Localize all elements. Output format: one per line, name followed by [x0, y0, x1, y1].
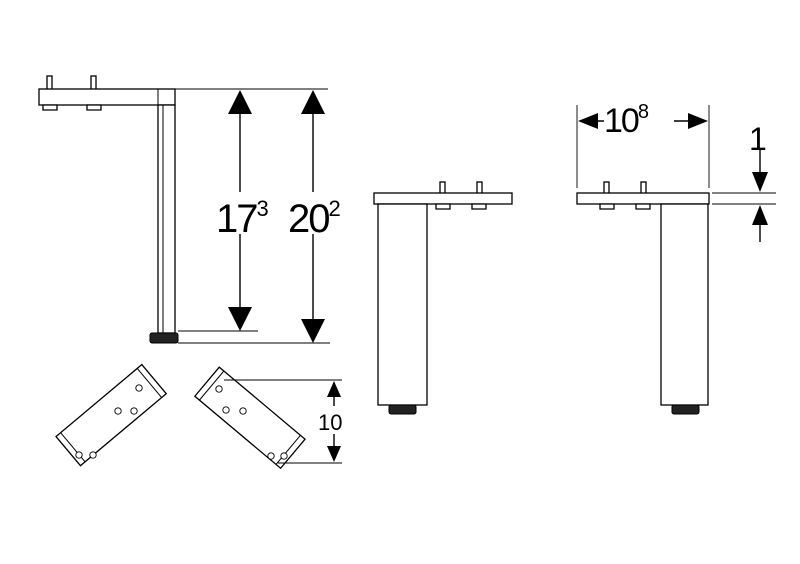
stud-left [46, 75, 53, 91]
bracket-right [193, 366, 306, 470]
right-leg [576, 181, 710, 415]
middle-leg [373, 181, 513, 415]
label-20-2: 202 [288, 196, 341, 241]
vertical-leg [157, 104, 176, 334]
bracket-left [55, 363, 168, 467]
adjustable-foot [149, 332, 179, 344]
bracket-left-holes [75, 384, 143, 459]
right-leg-post [660, 203, 709, 406]
right-foot [671, 404, 700, 415]
middle-top-plate [373, 192, 513, 205]
side-view-frame [38, 75, 179, 344]
right-top-plate [576, 192, 710, 205]
label-17-3: 173 [216, 196, 269, 241]
nut-left [42, 104, 58, 111]
bracket-right-holes [215, 385, 288, 460]
middle-foot [388, 404, 417, 415]
label-1: 1 [749, 121, 767, 157]
top-bar [38, 88, 176, 106]
label-10-bracket: 10 [318, 410, 342, 435]
stud-right [90, 75, 97, 91]
nut-right [86, 104, 102, 111]
dimension-plate-thickness [752, 150, 768, 242]
middle-leg-post [377, 203, 428, 406]
